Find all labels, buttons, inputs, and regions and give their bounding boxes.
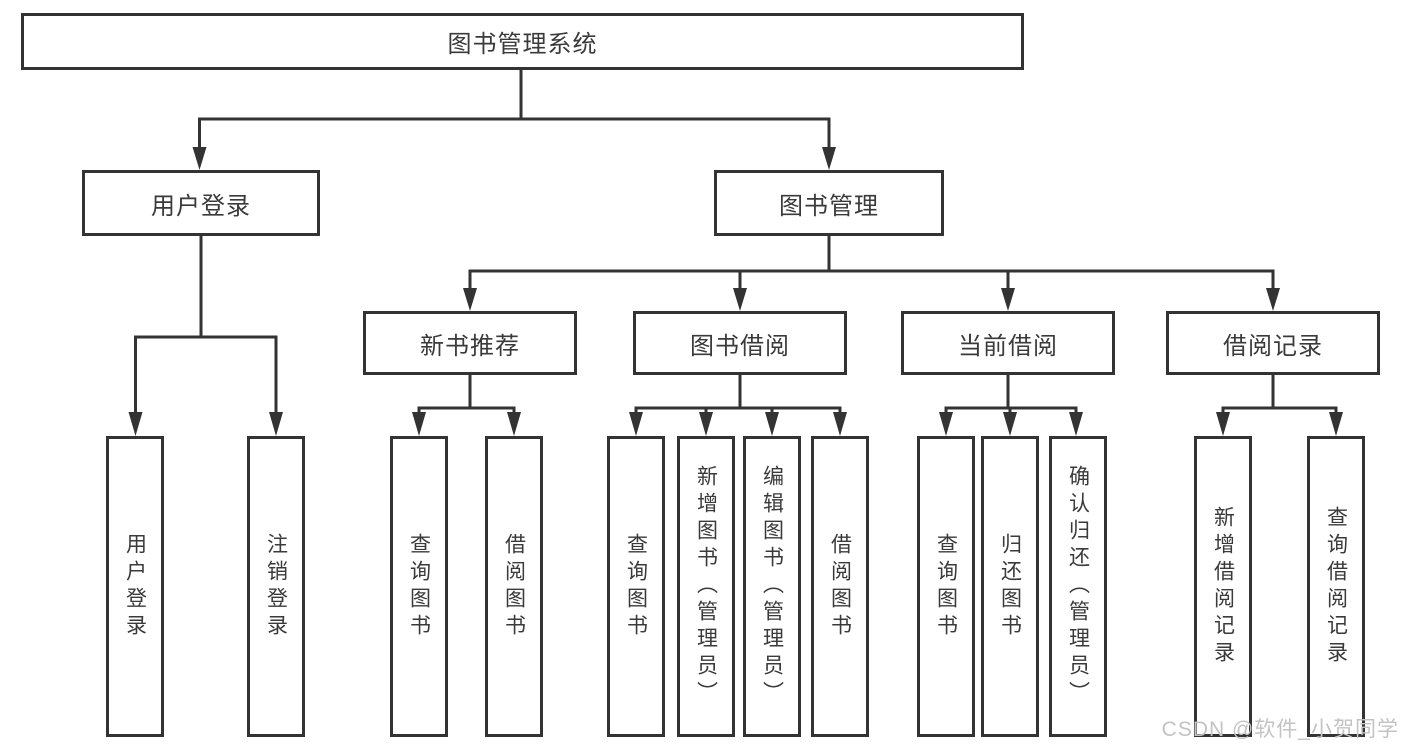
- leaf-logout-label: 注销登录: [264, 532, 288, 641]
- leaf-query-books-recommend-label: 查询图书: [407, 532, 431, 641]
- node-current-borrowing: 当前借阅: [901, 311, 1115, 375]
- leaf-logout: 注销登录: [247, 436, 305, 737]
- leaf-confirm-return-admin: 确认归还（管理员）: [1049, 436, 1107, 737]
- node-book-borrowing-label: 图书借阅: [690, 332, 790, 360]
- leaf-borrow-books-recommend: 借阅图书: [485, 436, 543, 737]
- node-borrowing-records: 借阅记录: [1166, 311, 1380, 375]
- node-library-system: 图书管理系统: [21, 13, 1024, 70]
- leaf-return-books-label: 归还图书: [998, 532, 1022, 641]
- leaf-query-borrow-record: 查询借阅记录: [1307, 436, 1365, 737]
- leaf-edit-books-admin: 编辑图书（管理员）: [743, 436, 801, 737]
- arrowheads-down: [128, 147, 1343, 436]
- leaf-add-books-admin: 新增图书（管理员）: [677, 436, 735, 737]
- leaf-query-books-current-label: 查询图书: [934, 532, 958, 641]
- node-user-login: 用户登录: [82, 170, 320, 236]
- node-library-system-label: 图书管理系统: [447, 31, 598, 58]
- leaf-query-books-borrowing-label: 查询图书: [624, 532, 648, 641]
- leaf-borrow-books-borrowing-label: 借阅图书: [828, 532, 852, 641]
- node-new-book-recommendation-label: 新书推荐: [420, 332, 520, 360]
- node-new-book-recommendation: 新书推荐: [363, 311, 577, 375]
- node-borrowing-records-label: 借阅记录: [1223, 332, 1323, 360]
- leaf-user-login: 用户登录: [106, 436, 164, 737]
- leaf-add-borrow-record: 新增借阅记录: [1194, 436, 1252, 737]
- leaf-borrow-books-borrowing: 借阅图书: [811, 436, 869, 737]
- leaf-user-login-label: 用户登录: [123, 532, 147, 641]
- csdn-watermark: CSDN @软件_小贺同学: [1161, 718, 1399, 741]
- leaf-add-books-admin-label: 新增图书（管理员）: [694, 465, 718, 708]
- leaf-query-books-current: 查询图书: [917, 436, 975, 737]
- leaf-edit-books-admin-label: 编辑图书（管理员）: [760, 465, 784, 708]
- leaf-borrow-books-recommend-label: 借阅图书: [502, 532, 526, 641]
- node-book-management-label: 图书管理: [779, 192, 879, 220]
- leaf-query-borrow-record-label: 查询借阅记录: [1324, 505, 1348, 668]
- node-book-management: 图书管理: [714, 170, 944, 236]
- leaf-query-books-recommend: 查询图书: [390, 436, 448, 737]
- leaf-return-books: 归还图书: [981, 436, 1039, 737]
- leaf-confirm-return-admin-label: 确认归还（管理员）: [1066, 465, 1090, 708]
- node-book-borrowing: 图书借阅: [633, 311, 847, 375]
- leaf-query-books-borrowing: 查询图书: [607, 436, 665, 737]
- node-user-login-label: 用户登录: [151, 192, 251, 220]
- leaf-add-borrow-record-label: 新增借阅记录: [1211, 505, 1235, 668]
- node-current-borrowing-label: 当前借阅: [958, 332, 1058, 360]
- connector-lines: [134, 70, 1338, 415]
